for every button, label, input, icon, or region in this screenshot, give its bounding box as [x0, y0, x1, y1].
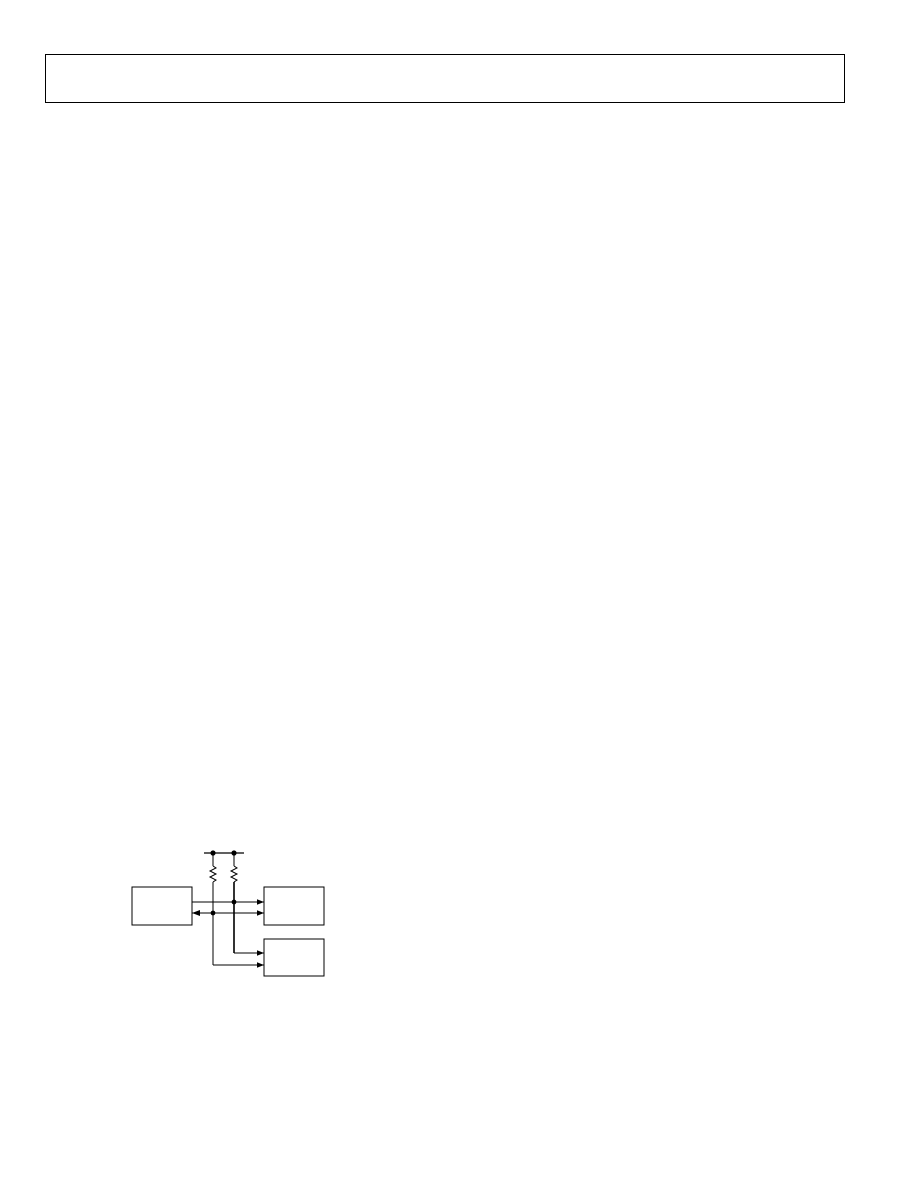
pull-up-resistor-2: [229, 853, 239, 953]
signal-junction-dot: [210, 910, 216, 916]
arrowhead-left: [192, 910, 200, 916]
device-block-1: [263, 886, 325, 926]
page-header-frame: [45, 54, 845, 103]
controller-block: [131, 886, 193, 926]
device-block-2: [263, 938, 325, 977]
pull-up-resistor-1: [208, 853, 218, 965]
signal-junction-dot: [231, 899, 237, 905]
